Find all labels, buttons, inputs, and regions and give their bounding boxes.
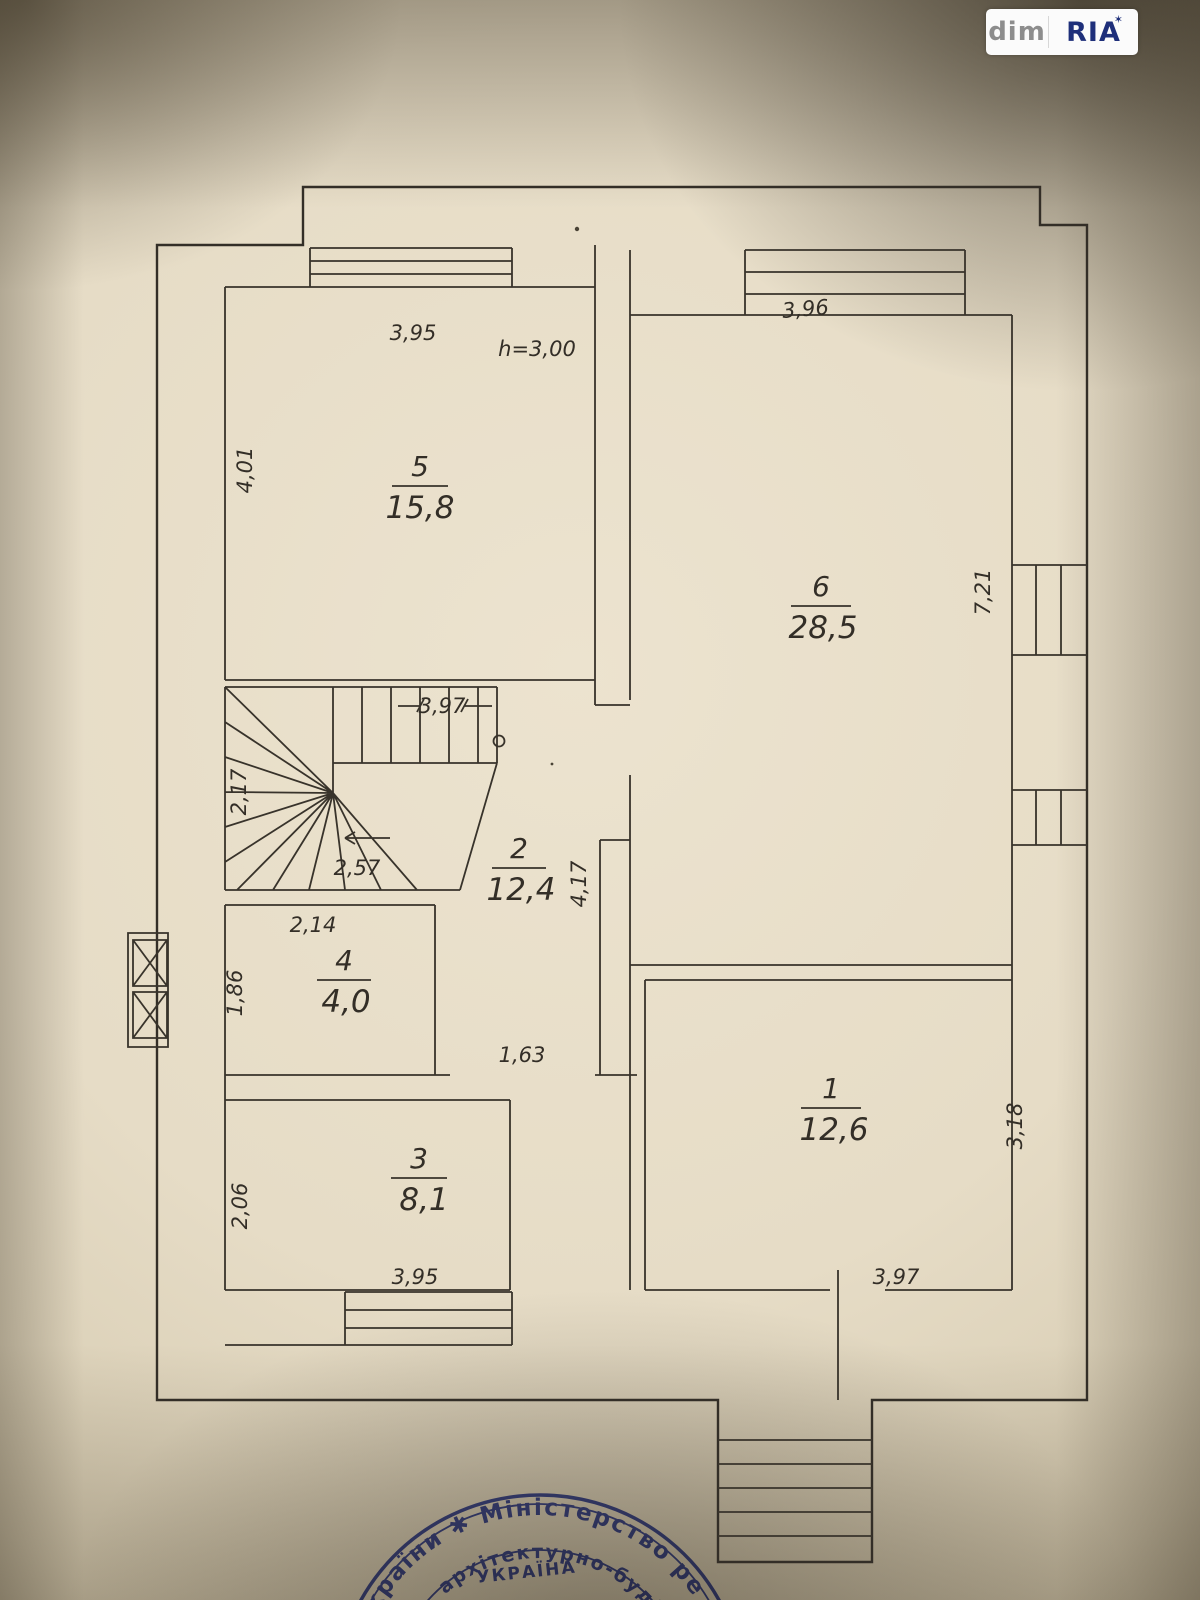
dim-room6-top: 3,96	[781, 295, 830, 323]
stamp-inner-ring	[389, 1549, 691, 1600]
dim-room3-bottom: 3,95	[392, 1265, 439, 1289]
room-3-area: 8,1	[399, 1182, 448, 1218]
dim-stairs-bottom: 2,57	[334, 856, 381, 880]
dust-specks	[550, 226, 580, 766]
dim-stairs-top: 3,97	[419, 694, 466, 718]
dim-room6-right: 7,21	[971, 569, 995, 616]
stamp-second-ring	[343, 1503, 737, 1600]
room-1-area: 12,6	[799, 1112, 868, 1148]
dim-room3-left: 2,06	[228, 1183, 252, 1230]
chimney-flue	[127, 932, 169, 1048]
dimension-texts: 3,95 h=3,00 3,96 4,01 7,21 3,97 2,17 2,5…	[223, 295, 1027, 1289]
interior-walls	[224, 245, 1013, 1400]
stair-dimension-line	[398, 698, 492, 713]
dim-room4-top: 2,14	[290, 913, 337, 937]
dim-room4-left: 1,86	[223, 970, 247, 1017]
window-hatches	[309, 247, 1087, 1537]
room-4-label: 4 4,0	[317, 944, 371, 1020]
dim-room1-bottom: 3,97	[873, 1265, 920, 1289]
dim-hall-right: 4,17	[567, 860, 591, 907]
room-2-area: 12,4	[486, 872, 555, 908]
dim-passage: 1,63	[499, 1043, 546, 1067]
room-6-area: 28,5	[788, 610, 857, 646]
stair-newel-marker	[492, 734, 506, 748]
logo-ria-text: RIA ✶	[1049, 13, 1138, 48]
room-2-number: 2	[510, 832, 528, 865]
room-2-label: 2 12,4	[486, 832, 555, 908]
logo-dim-text: dim	[988, 17, 1046, 47]
logo-ria-word: RIA	[1066, 16, 1121, 48]
dimria-logo: dim RIA ✶	[986, 9, 1138, 55]
room-5-number: 5	[411, 450, 429, 483]
room-3-label: 3 8,1	[391, 1142, 449, 1218]
logo-star-icon: ✶	[1113, 12, 1124, 26]
room-5-area: 15,8	[385, 490, 454, 526]
room-1-label: 1 12,6	[799, 1072, 868, 1148]
dim-stairs-left: 2,17	[227, 768, 251, 815]
logo-divider	[1048, 16, 1049, 48]
dim-room1-right: 3,18	[1003, 1103, 1027, 1150]
staircase	[224, 686, 506, 891]
room-1-number: 1	[822, 1072, 840, 1105]
room-6-label: 6 28,5	[788, 570, 857, 646]
room-3-number: 3	[410, 1142, 428, 1175]
stair-treads	[224, 686, 498, 891]
dim-height-note: h=3,00	[498, 337, 576, 361]
dim-room5-left: 4,01	[233, 447, 257, 494]
stamp-group: ва України ✱ Міністерство ре архітектурн…	[321, 1477, 747, 1600]
room-5-label: 5 15,8	[385, 450, 454, 526]
stamp-outer-ring	[333, 1493, 747, 1600]
dim-room5-top: 3,95	[390, 321, 437, 345]
room-labels: 5 15,8 6 28,5 2 12,4 4 4,0 1	[317, 450, 869, 1218]
room-4-number: 4	[335, 944, 353, 977]
room-6-number: 6	[812, 570, 830, 603]
outer-walls	[155, 185, 1089, 1564]
room-4-area: 4,0	[321, 984, 370, 1020]
